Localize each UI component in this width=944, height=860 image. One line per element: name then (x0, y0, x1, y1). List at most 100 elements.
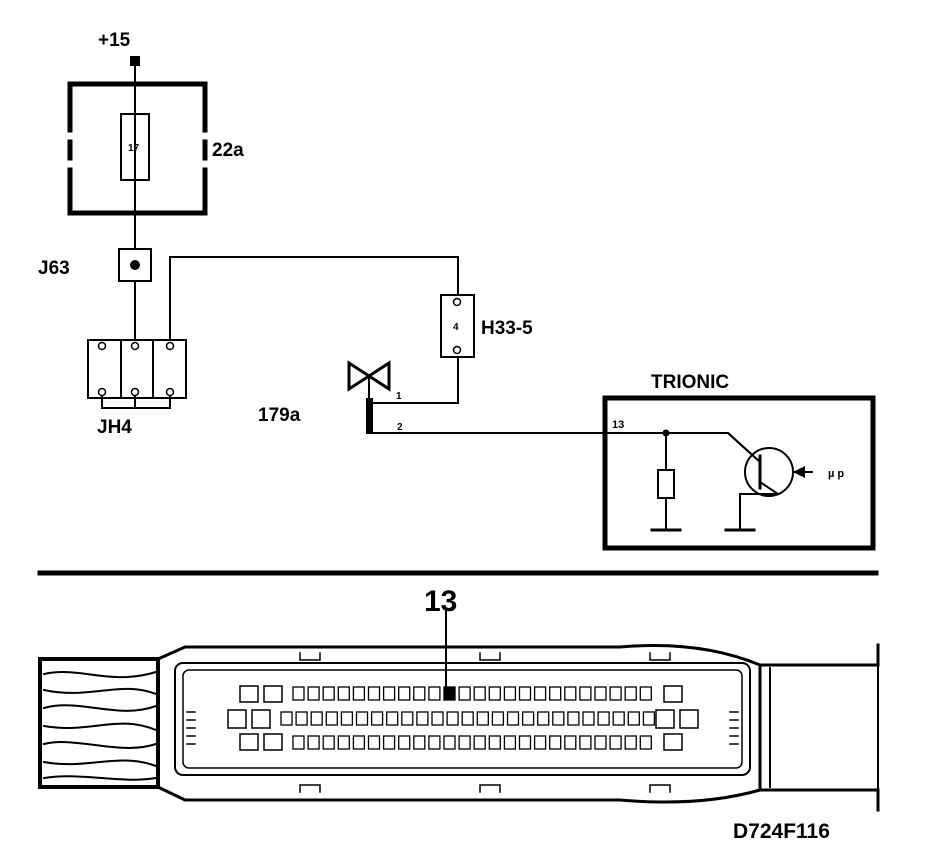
connector-pin (370, 711, 384, 726)
connector-pin (398, 735, 411, 750)
connector-pin (458, 735, 471, 750)
connector-pin (609, 686, 622, 701)
connector-pin (458, 686, 471, 701)
h33-pin-label: 4 (453, 322, 459, 333)
connector-pin (476, 711, 489, 726)
connector-pin (642, 711, 656, 726)
connector-pin (355, 711, 369, 726)
connector-pin (624, 686, 637, 701)
connector-pin (310, 711, 323, 726)
connector-pin (280, 711, 293, 726)
connector-pin (337, 686, 350, 701)
connector-pin (567, 711, 580, 726)
connector-pin (473, 735, 486, 750)
connector-pin (639, 735, 652, 750)
connector-pin (594, 735, 607, 750)
connector-pin (597, 711, 610, 726)
supply-label: +15 (98, 30, 131, 51)
connector-pin (612, 711, 625, 726)
connector-pin (533, 735, 547, 750)
wire-h33-valve (369, 356, 459, 404)
connector-h33-5 (440, 294, 475, 358)
trionic-ecu-box (602, 395, 876, 551)
connector-pin (446, 711, 459, 726)
connector-jh4-label: JH4 (97, 417, 132, 438)
connector-pin (443, 735, 456, 750)
connector-pin-highlighted (443, 686, 456, 701)
connector-pin (503, 735, 517, 750)
wire-j63-h33 (169, 256, 459, 343)
connector-pin (564, 686, 577, 701)
connector-pin (488, 735, 501, 750)
connector-pin (352, 735, 366, 750)
connector-pin (367, 686, 381, 701)
connector-pin (307, 735, 320, 750)
connector-pin (337, 735, 350, 750)
ecu-resistor (657, 469, 675, 499)
connector-pin (549, 735, 562, 750)
connector-pin (352, 686, 366, 701)
connector-pin (627, 711, 640, 726)
connector-h33-label: H33-5 (481, 318, 533, 339)
fuse-box-label: 22a (212, 140, 244, 161)
connector-pin (325, 711, 338, 726)
fuse-box-22a (67, 81, 208, 216)
connector-pin (533, 686, 547, 701)
connector-pin (521, 711, 535, 726)
connector-pin (624, 735, 637, 750)
connector-pin (428, 686, 441, 701)
connector-pin (549, 686, 562, 701)
connector-pin (503, 686, 517, 701)
connector-jh4 (87, 339, 187, 409)
connector-pin (307, 686, 320, 701)
junction-label: J63 (38, 258, 70, 279)
connector-pin (292, 686, 305, 701)
connector-pin (461, 711, 474, 726)
ecu-signal-label: µ p (828, 468, 844, 480)
connector-pin (552, 711, 565, 726)
connector-pin (295, 711, 308, 726)
connector-pin (488, 686, 501, 701)
connector-pin-rows (280, 686, 656, 750)
drawing-id: D724F116 (733, 820, 830, 843)
connector-pin (401, 711, 414, 726)
connector-pin (322, 735, 335, 750)
connector-pin (398, 686, 411, 701)
connector-pin (413, 735, 426, 750)
connector-pin (609, 735, 622, 750)
connector-pin (506, 711, 520, 726)
supply-terminal (130, 56, 140, 66)
connector-pin (292, 735, 305, 750)
connector-pin (382, 686, 396, 701)
ecu-pin-label: 13 (612, 419, 624, 431)
connector-pin (386, 711, 399, 726)
valve-pin-1-label: 1 (396, 391, 402, 402)
connector-pin (537, 711, 550, 726)
connector-pin (428, 735, 441, 750)
connector-pin (416, 711, 429, 726)
connector-pin (639, 686, 652, 701)
valve-pin-2-label: 2 (397, 422, 403, 433)
connector-pin (579, 735, 592, 750)
connector-pin (340, 711, 354, 726)
connector-pin (413, 686, 426, 701)
connector-pin (518, 686, 532, 701)
junction-dot (130, 260, 140, 270)
connector-pin (491, 711, 505, 726)
connector-pin (518, 735, 532, 750)
junction-j63 (118, 248, 152, 282)
valve-179a (347, 360, 391, 434)
fuse-number-label: 17 (128, 143, 140, 154)
connector-pin (367, 735, 381, 750)
connector-pin (322, 686, 335, 701)
connector-pin (382, 735, 396, 750)
connector-pin (473, 686, 486, 701)
wire-valve-ecu (369, 432, 762, 464)
pin-callout-label: 13 (424, 585, 457, 618)
ecu-label: TRIONIC (651, 372, 729, 393)
connector-pin (564, 735, 577, 750)
valve-label: 179a (258, 405, 301, 426)
connector-pin (431, 711, 444, 726)
connector-pin (582, 711, 595, 726)
